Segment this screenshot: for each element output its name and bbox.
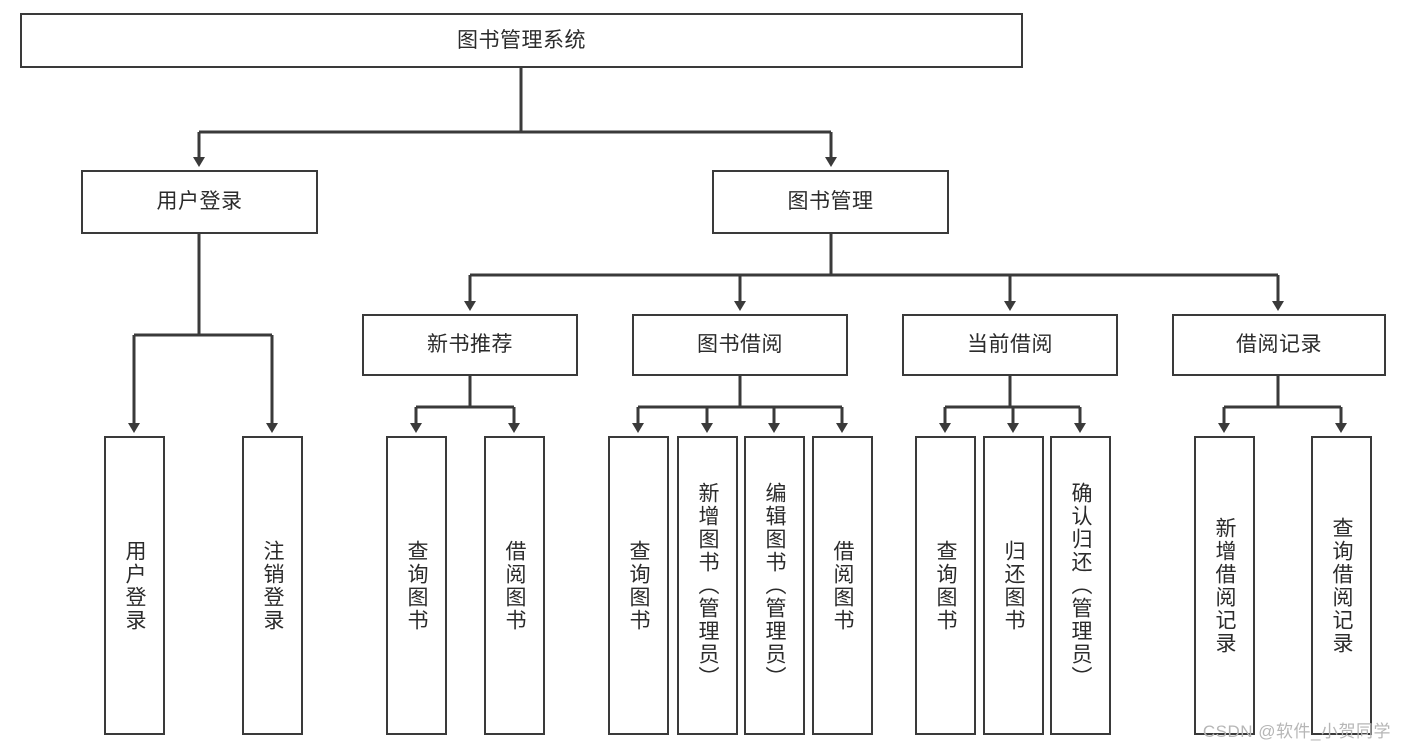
node-leaf-confirm-return-label: 确认归还（管理员） — [1069, 482, 1092, 689]
node-leaf-add-book-label: 新增图书（管理员） — [696, 482, 719, 689]
node-leaf-query-book-2[interactable]: 查询图书 — [608, 436, 669, 735]
node-leaf-query-book-1-label: 查询图书 — [405, 539, 428, 632]
node-leaf-confirm-return[interactable]: 确认归还（管理员） — [1050, 436, 1111, 735]
node-leaf-query-book-3-label: 查询图书 — [934, 539, 957, 632]
node-leaf-return-book-label: 归还图书 — [1002, 539, 1025, 632]
node-leaf-query-record-label: 查询借阅记录 — [1330, 516, 1353, 655]
node-leaf-add-record-label: 新增借阅记录 — [1213, 516, 1236, 655]
node-leaf-user-login-label: 用户登录 — [123, 539, 146, 632]
node-leaf-borrow-book-2-label: 借阅图书 — [831, 539, 854, 632]
node-new-book-recommendation-label: 新书推荐 — [427, 333, 513, 357]
node-leaf-logout[interactable]: 注销登录 — [242, 436, 303, 735]
node-leaf-borrow-book-1[interactable]: 借阅图书 — [484, 436, 545, 735]
node-leaf-borrow-book-2[interactable]: 借阅图书 — [812, 436, 873, 735]
node-leaf-add-book[interactable]: 新增图书（管理员） — [677, 436, 738, 735]
node-leaf-edit-book-label: 编辑图书（管理员） — [763, 482, 786, 689]
node-borrow-record[interactable]: 借阅记录 — [1172, 314, 1386, 376]
node-book-borrow[interactable]: 图书借阅 — [632, 314, 848, 376]
node-current-borrow-label: 当前借阅 — [967, 333, 1053, 357]
node-leaf-add-record[interactable]: 新增借阅记录 — [1194, 436, 1255, 735]
node-leaf-edit-book[interactable]: 编辑图书（管理员） — [744, 436, 805, 735]
node-leaf-borrow-book-1-label: 借阅图书 — [503, 539, 526, 632]
node-root[interactable]: 图书管理系统 — [20, 13, 1023, 68]
node-current-borrow[interactable]: 当前借阅 — [902, 314, 1118, 376]
node-user-login[interactable]: 用户登录 — [81, 170, 318, 234]
node-leaf-return-book[interactable]: 归还图书 — [983, 436, 1044, 735]
node-root-label: 图书管理系统 — [457, 28, 586, 52]
node-book-manage-label: 图书管理 — [787, 190, 874, 214]
node-book-borrow-label: 图书借阅 — [697, 333, 783, 357]
node-book-manage[interactable]: 图书管理 — [712, 170, 949, 234]
node-new-book-recommendation[interactable]: 新书推荐 — [362, 314, 578, 376]
node-leaf-query-book-1[interactable]: 查询图书 — [386, 436, 447, 735]
node-borrow-record-label: 借阅记录 — [1236, 333, 1322, 357]
node-leaf-query-record[interactable]: 查询借阅记录 — [1311, 436, 1372, 735]
node-leaf-user-login[interactable]: 用户登录 — [104, 436, 165, 735]
node-leaf-logout-label: 注销登录 — [261, 539, 284, 632]
csdn-watermark: CSDN @软件_小贺同学 — [1202, 722, 1391, 741]
node-leaf-query-book-3[interactable]: 查询图书 — [915, 436, 976, 735]
node-leaf-query-book-2-label: 查询图书 — [627, 539, 650, 632]
node-user-login-label: 用户登录 — [156, 190, 243, 214]
